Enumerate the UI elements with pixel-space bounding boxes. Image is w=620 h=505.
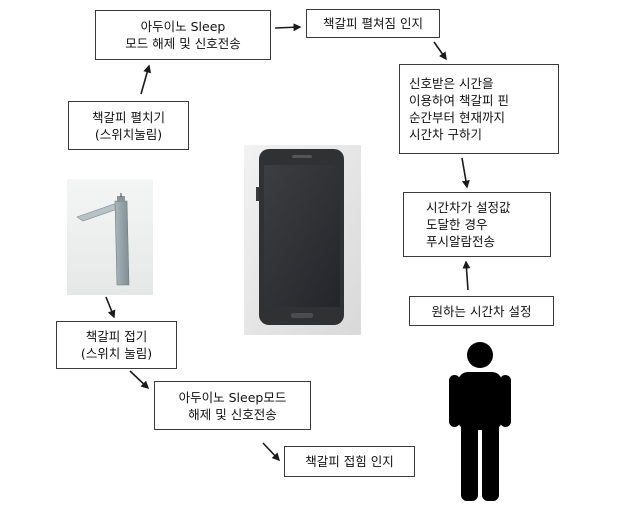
push-alarm-box: 시간차가 설정값 도달한 경우 푸시알람전송 [403,192,551,257]
time-difference-calc-box: 신호받은 시간을 이용하여 책갈피 핀 순간부터 현재까지 시간차 구하기 [399,64,559,154]
box-line: 이용하여 책갈피 핀 [409,93,509,108]
bookmark-open-detected-box: 책갈피 펼쳐짐 인지 [306,9,440,38]
unfold-bookmark-box: 책갈피 펼치기 (스위치눌림) [68,101,189,150]
box-line: 해제 및 신호전송 [188,406,277,422]
arrow-unfold-to-wake [140,64,152,95]
box-line: 도달한 경우 [426,217,488,232]
box-line: 순간부터 현재까지 [409,110,505,125]
box-line: 신호받은 시간을 [409,76,494,91]
box-line: 책갈피 접기 [85,329,148,344]
arrow-detect-to-calc [433,41,447,61]
box-line: 책갈피 펼치기 [92,109,165,125]
box-line: 푸시알람전송 [426,234,496,249]
fold-bookmark-box: 책갈피 접기 (스위치 눌림) [56,321,177,369]
box-line: 아두이노 Sleep [140,19,226,34]
arrow-wake-to-fold-detect [262,442,281,462]
box-line: 원하는 시간차 설정 [431,303,532,319]
box-line: 책갈피 펼쳐짐 인지 [323,16,423,31]
person-icon [449,342,511,501]
arduino-wake-fold-box: 아두이노 Sleep모드 해제 및 신호전송 [154,381,311,430]
arrow-wake-to-detect [274,23,302,32]
box-line: 아두이노 Sleep모드 [178,389,287,405]
arrow-fold-to-wake [129,370,150,390]
smartphone-photo [244,145,361,335]
box-line: 시간차가 설정값 [426,200,511,215]
box-line: 시간차 구하기 [409,127,482,142]
bookmark-device-photo [67,179,153,295]
box-line: (스위치 눌림) [80,346,153,361]
box-line: 모드 해제 및 신호전송 [125,36,241,51]
box-line: (스위치눌림) [94,126,163,142]
arduino-wake-open-box: 아두이노 Sleep 모드 해제 및 신호전송 [95,10,271,60]
bookmark-fold-detected-box: 책갈피 접힘 인지 [284,446,415,477]
box-line: 책갈피 접힘 인지 [305,454,394,469]
arrow-calc-to-alarm [461,157,470,189]
arrow-time-to-alarm [462,260,471,291]
arrow-bookmark-to-fold [105,296,116,319]
set-time-difference-box: 원하는 시간차 설정 [409,296,554,326]
